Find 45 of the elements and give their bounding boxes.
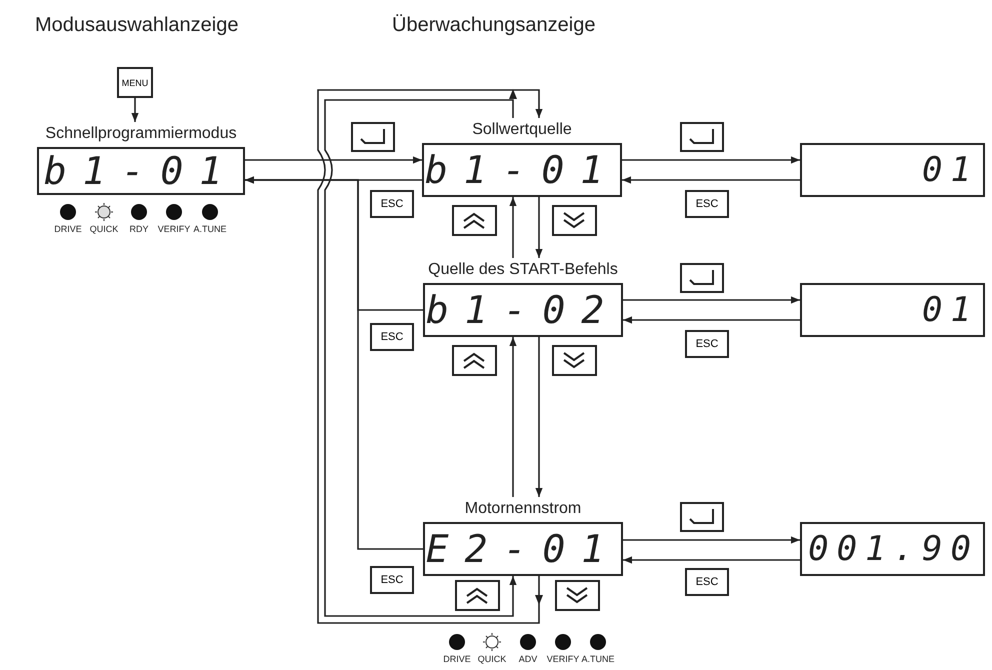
escape-key: ESC [370, 566, 414, 594]
arrow [622, 176, 800, 184]
led-display: b1-01 [37, 147, 245, 195]
arrow [245, 176, 423, 550]
indicator-label: A.TUNE [194, 224, 226, 234]
section-heading: Überwachungsanzeige [392, 14, 596, 37]
indicator-label: QUICK [478, 654, 506, 664]
indicator-label: RDY [130, 224, 148, 234]
value-display: 01 [800, 143, 985, 197]
arrow [509, 197, 517, 258]
arrow [623, 296, 800, 304]
indicator-label: A.TUNE [582, 654, 614, 664]
escape-key: ESC [685, 330, 729, 358]
parameter-title: Motornennstrom [464, 499, 582, 519]
indicator-label: QUICK [90, 224, 118, 234]
led-display: E2-01 [423, 522, 623, 576]
led-display: b1-01 [422, 143, 622, 197]
escape-key: ESC [370, 190, 414, 218]
arrow [245, 156, 422, 164]
arrow [324, 89, 517, 617]
parameter-title: Quelle des START-Befehls [427, 260, 619, 280]
escape-key: ESC [685, 190, 729, 218]
parameter-title: Sollwertquelle [471, 120, 573, 140]
indicator-label: DRIVE [443, 654, 471, 664]
value-display: 001.90 [800, 522, 985, 576]
arrow [623, 536, 800, 544]
arrow [131, 98, 139, 122]
led-display: b1-02 [423, 283, 623, 337]
menu-key: MENU [117, 67, 153, 98]
arrow [317, 89, 543, 624]
arrow [622, 156, 800, 164]
escape-key: ESC [370, 323, 414, 351]
arrow [535, 337, 543, 497]
section-heading: Modusauswahlanzeige [35, 14, 238, 37]
value-display: 01 [800, 283, 985, 337]
arrow [509, 337, 517, 497]
arrow [623, 556, 800, 564]
escape-key: ESC [685, 568, 729, 596]
indicator-label: DRIVE [54, 224, 82, 234]
indicator-label: ADV [518, 654, 538, 664]
indicator-label: VERIFY [546, 654, 580, 664]
indicator-label: VERIFY [158, 224, 190, 234]
parameter-title: Schnellprogrammiermodus [44, 124, 238, 144]
arrow [623, 316, 800, 324]
arrow [535, 197, 543, 258]
